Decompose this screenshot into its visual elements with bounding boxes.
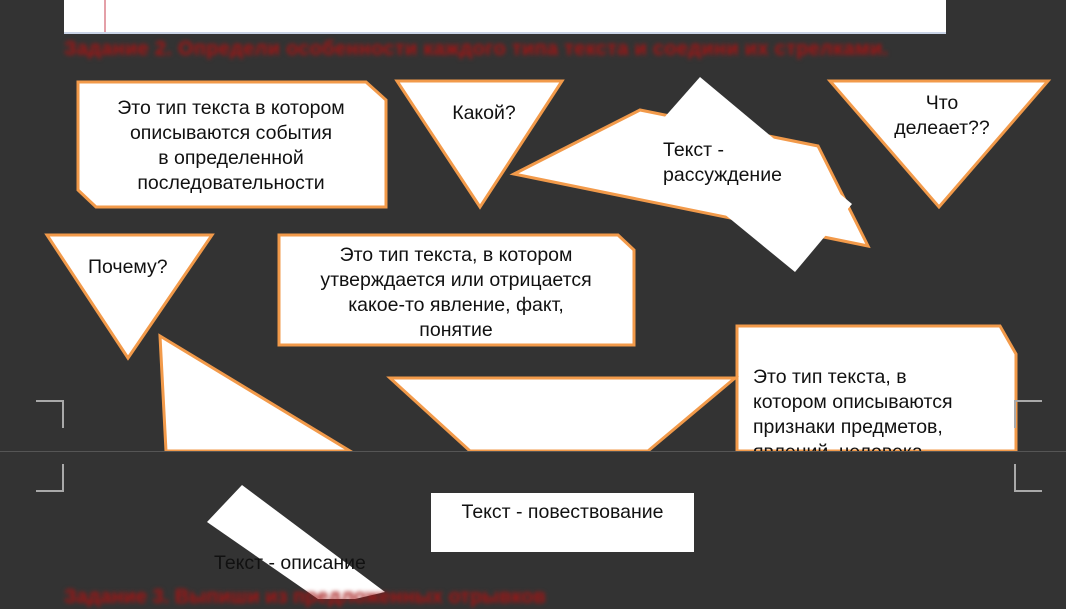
partial-trapezoid-shape <box>386 376 740 453</box>
description-type-text: Текст - описание <box>214 552 366 574</box>
why-question-text: Почему? <box>88 256 168 278</box>
what-question-triangle <box>394 79 565 210</box>
what-question-text: Какой? <box>452 102 516 124</box>
narration-type-text: Текст - повествование <box>461 501 664 523</box>
narration-definition-shape <box>76 80 388 209</box>
why-question-triangle <box>44 233 215 361</box>
crop-mark-top-right <box>1014 400 1042 428</box>
crop-mark-top-left <box>36 400 64 428</box>
document-page-top <box>64 0 946 34</box>
narration-definition-text: Это тип текста в котором описываются соб… <box>117 97 345 194</box>
crop-mark-bottom-right <box>1014 464 1042 492</box>
reasoning-type-text: Текст - рассуждение <box>663 139 782 186</box>
rotated-white-box <box>640 77 852 272</box>
crop-mark-bottom-left <box>36 464 64 492</box>
does-question-text: Что делеает?? <box>894 92 990 139</box>
does-question-triangle <box>826 79 1052 210</box>
description-definition-shape <box>735 324 1018 453</box>
task-title: Задание 2. Определи особенности каждого … <box>64 38 889 60</box>
narration-type-box[interactable]: Текст - повествование <box>431 493 694 552</box>
task-bottom-title: Задание 3. Выпиши из предложенных отрывк… <box>64 586 546 608</box>
description-definition-text: Это тип текста, в котором описываются пр… <box>753 366 953 463</box>
reasoning-definition-text: Это тип текста, в котором утверждается и… <box>320 244 592 337</box>
reasoning-definition-shape <box>277 233 636 347</box>
page-margin-line <box>104 0 106 32</box>
partial-shape-left <box>158 333 356 453</box>
